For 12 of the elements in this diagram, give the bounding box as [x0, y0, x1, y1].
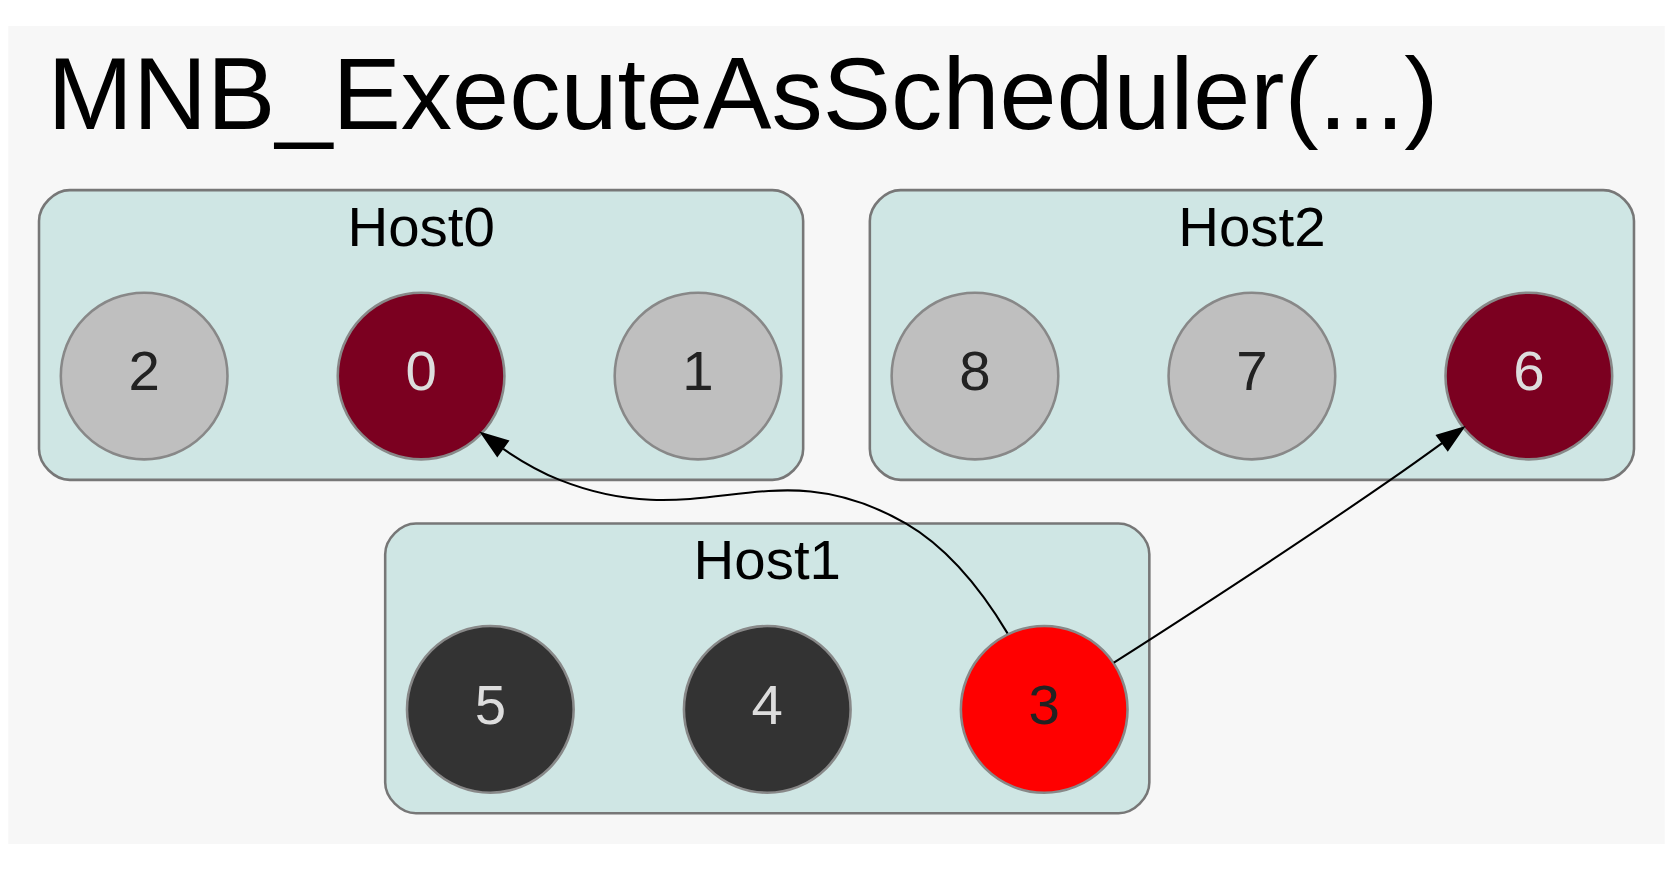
node-circle: 0 [336, 290, 506, 461]
node-circle: 2 [59, 290, 229, 461]
arrow [479, 431, 1009, 634]
node-circle: 6 [1444, 290, 1614, 461]
node-circle: 4 [682, 624, 852, 794]
node-circle: 3 [959, 624, 1129, 794]
node-circle: 7 [1167, 290, 1337, 461]
node-circle: 8 [890, 290, 1060, 461]
arrow [1113, 425, 1466, 663]
diagram-title: MNB_ExecuteAsScheduler(...) [47, 35, 1439, 151]
node-circle: 5 [405, 624, 575, 794]
node-circle: 1 [613, 290, 783, 461]
